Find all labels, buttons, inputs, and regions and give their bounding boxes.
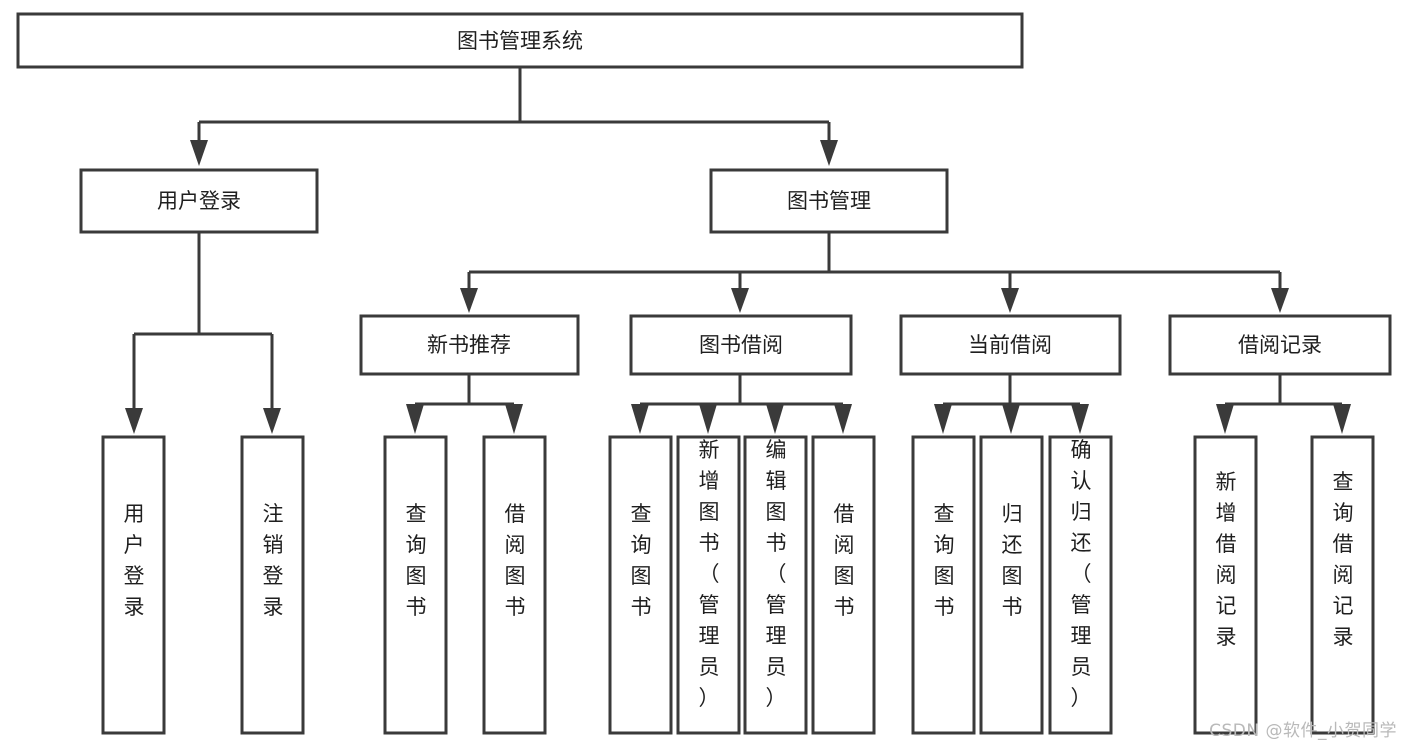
node-leaf-user-login-label: 用户登录 bbox=[124, 502, 145, 619]
arrow-head-leaf-edit-book bbox=[766, 404, 784, 434]
node-leaf-confirm-return-box[interactable] bbox=[1048, 435, 1113, 735]
node-leaf-logout[interactable]: 注销登录 bbox=[240, 435, 305, 735]
node-borrow-record-box[interactable] bbox=[1168, 314, 1392, 376]
node-leaf-return-book-label: 归还图书 bbox=[1002, 502, 1023, 619]
arrow-head-book-manage bbox=[820, 140, 838, 166]
node-leaf-query-book-3-label: 查询图书 bbox=[934, 502, 955, 619]
node-leaf-edit-book-label: 编辑图书（管理员） bbox=[766, 438, 787, 710]
connector-book-borrow-to-leaves bbox=[631, 374, 852, 434]
connector-user-login-to-leaves bbox=[125, 232, 281, 434]
node-borrow-record-label: 借阅记录 bbox=[1238, 333, 1322, 357]
arrow-head-leaf-borrow-book-1 bbox=[505, 404, 523, 434]
arrow-head-leaf-query-book-2 bbox=[631, 404, 649, 434]
connector-new-book-rec-to-leaves bbox=[406, 374, 523, 434]
arrow-head-book-borrow bbox=[731, 288, 749, 313]
node-current-borrow-box[interactable] bbox=[899, 314, 1122, 376]
arrow-head-leaf-confirm-return bbox=[1071, 404, 1089, 434]
node-leaf-query-book-3-box[interactable] bbox=[911, 435, 976, 735]
connector-current-borrow-to-leaves bbox=[934, 374, 1089, 434]
node-new-book-rec-label: 新书推荐 bbox=[427, 333, 511, 357]
arrow-head-leaf-add-record bbox=[1216, 404, 1234, 434]
node-root-label: 图书管理系统 bbox=[457, 29, 583, 53]
node-book-borrow-label: 图书借阅 bbox=[699, 333, 783, 357]
arrow-head-leaf-return-book bbox=[1002, 404, 1020, 434]
node-book-borrow-box[interactable] bbox=[629, 314, 853, 376]
node-new-book-rec[interactable]: 新书推荐 bbox=[359, 314, 580, 376]
node-leaf-return-book[interactable]: 归还图书 bbox=[979, 435, 1044, 735]
arrow-head-leaf-query-book-3 bbox=[934, 404, 952, 434]
node-leaf-query-book-2-label: 查询图书 bbox=[631, 502, 652, 619]
node-leaf-query-book-1-box[interactable] bbox=[383, 435, 448, 735]
node-borrow-record[interactable]: 借阅记录 bbox=[1168, 314, 1392, 376]
arrow-head-borrow-record bbox=[1271, 288, 1289, 313]
node-leaf-user-login[interactable]: 用户登录 bbox=[101, 435, 166, 735]
node-leaf-confirm-return[interactable]: 确认归还（管理员） bbox=[1048, 435, 1113, 735]
node-leaf-add-book[interactable]: 新增图书（管理员） bbox=[676, 435, 741, 735]
node-user-login[interactable]: 用户登录 bbox=[79, 168, 319, 234]
arrow-head-leaf-add-book bbox=[699, 404, 717, 434]
node-leaf-logout-label: 注销登录 bbox=[263, 502, 284, 619]
arrow-head-new-book-rec bbox=[460, 288, 478, 313]
node-leaf-query-record-label: 查询借阅记录 bbox=[1333, 470, 1354, 649]
node-leaf-query-book-1[interactable]: 查询图书 bbox=[383, 435, 448, 735]
connector-book-manage-to-level3 bbox=[460, 232, 1289, 313]
arrow-head-leaf-logout bbox=[263, 408, 281, 434]
node-leaf-add-record-box[interactable] bbox=[1193, 435, 1258, 735]
node-new-book-rec-box[interactable] bbox=[359, 314, 580, 376]
arrow-head-leaf-query-book-1 bbox=[406, 404, 424, 434]
arrow-head-user-login bbox=[190, 140, 208, 166]
node-leaf-query-book-1-label: 查询图书 bbox=[406, 502, 427, 619]
node-leaf-query-record-box[interactable] bbox=[1310, 435, 1375, 735]
connector-borrow-record-to-leaves bbox=[1216, 374, 1351, 434]
node-leaf-borrow-book-1[interactable]: 借阅图书 bbox=[482, 435, 547, 735]
node-leaf-query-book-3[interactable]: 查询图书 bbox=[911, 435, 976, 735]
node-root-box[interactable] bbox=[16, 12, 1024, 69]
node-leaf-confirm-return-label: 确认归还（管理员） bbox=[1071, 438, 1092, 710]
node-book-manage[interactable]: 图书管理 bbox=[709, 168, 949, 234]
node-current-borrow[interactable]: 当前借阅 bbox=[899, 314, 1122, 376]
node-book-manage-box[interactable] bbox=[709, 168, 949, 234]
node-leaf-edit-book-box[interactable] bbox=[743, 435, 808, 735]
node-leaf-borrow-book-1-label: 借阅图书 bbox=[505, 502, 526, 619]
arrow-head-leaf-query-record bbox=[1333, 404, 1351, 434]
connector-root-to-level2 bbox=[190, 67, 838, 166]
csdn-watermark: CSDN @软件_小贺同学 bbox=[1209, 721, 1397, 741]
node-leaf-borrow-book-1-box[interactable] bbox=[482, 435, 547, 735]
node-leaf-borrow-book-2-box[interactable] bbox=[811, 435, 876, 735]
node-leaf-add-book-box[interactable] bbox=[676, 435, 741, 735]
node-leaf-return-book-box[interactable] bbox=[979, 435, 1044, 735]
node-book-manage-label: 图书管理 bbox=[787, 189, 871, 213]
node-leaf-edit-book[interactable]: 编辑图书（管理员） bbox=[743, 435, 808, 735]
node-leaf-logout-box[interactable] bbox=[240, 435, 305, 735]
node-leaf-query-book-2[interactable]: 查询图书 bbox=[608, 435, 673, 735]
arrow-head-leaf-user-login bbox=[125, 408, 143, 434]
node-user-login-box[interactable] bbox=[79, 168, 319, 234]
node-leaf-query-record[interactable]: 查询借阅记录 bbox=[1310, 435, 1375, 735]
node-leaf-user-login-box[interactable] bbox=[101, 435, 166, 735]
arrow-head-leaf-borrow-book-2 bbox=[834, 404, 852, 434]
node-current-borrow-label: 当前借阅 bbox=[968, 333, 1052, 357]
arrow-head-current-borrow bbox=[1001, 288, 1019, 313]
node-leaf-add-record-label: 新增借阅记录 bbox=[1216, 470, 1237, 649]
node-user-login-label: 用户登录 bbox=[157, 189, 241, 213]
node-book-borrow[interactable]: 图书借阅 bbox=[629, 314, 853, 376]
node-leaf-borrow-book-2[interactable]: 借阅图书 bbox=[811, 435, 876, 735]
node-root[interactable]: 图书管理系统 bbox=[16, 12, 1024, 69]
node-leaf-add-record[interactable]: 新增借阅记录 bbox=[1193, 435, 1258, 735]
node-leaf-query-book-2-box[interactable] bbox=[608, 435, 673, 735]
node-leaf-add-book-label: 新增图书（管理员） bbox=[699, 438, 720, 710]
node-leaf-borrow-book-2-label: 借阅图书 bbox=[834, 502, 855, 619]
